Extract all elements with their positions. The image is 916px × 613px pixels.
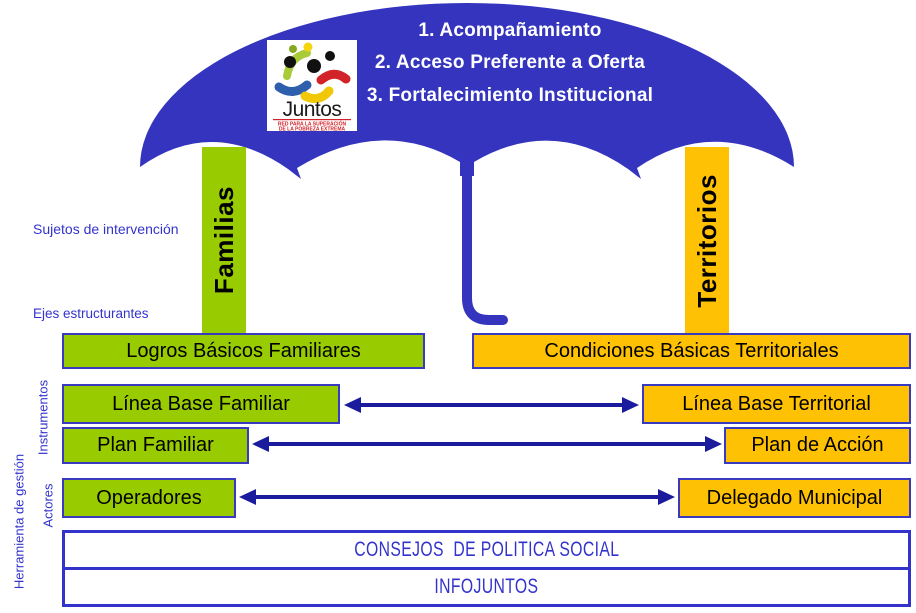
box-linea-familiar-label: Línea Base Familiar [112,392,290,415]
box-delegado-municipal: Delegado Municipal [678,478,911,518]
box-condiciones-label: Condiciones Básicas Territoriales [544,339,839,362]
box-plan-accion-label: Plan de Acción [751,434,884,456]
pillar-territorios-label: Territorios [691,173,722,308]
label-actores: Actores [40,483,56,528]
umbrella-item-3: 3. Fortalecimiento Institucional [366,85,654,106]
juntos-logo: Juntos RED PARA LA SUPERACIÓN DE LA POBR… [267,40,357,133]
label-instrumentos: Instrumentos [35,379,51,456]
label-sujetos-de-intervencion: Sujetos de intervención [33,221,179,237]
juntos-logo-wordmark: Juntos [283,98,342,121]
umbrella-item-1: 1. Acompañamiento [418,20,602,41]
pillar-familias-label: Familias [208,186,239,295]
box-operadores-label: Operadores [96,486,202,509]
arrow-actores [239,489,675,505]
box-consejos-politica-social: CONSEJOS DE POLITICA SOCIAL [62,530,911,570]
pillar-territorios: Territorios [685,147,729,334]
box-logros-basicos-familiares: Logros Básicos Familiares [62,333,425,369]
box-delegado-label: Delegado Municipal [706,486,883,509]
juntos-logo-tagline-1: RED PARA LA SUPERACIÓN [278,120,347,128]
umbrella-item-2: 2. Acceso Preferente a Oferta [374,52,646,73]
arrow-plan [252,436,722,452]
box-plan-de-accion: Plan de Acción [724,427,911,464]
box-linea-base-familiar: Línea Base Familiar [62,384,340,424]
label-ejes-estructurantes: Ejes estructurantes [33,306,149,321]
box-plan-familiar: Plan Familiar [62,427,249,464]
box-condiciones-basicas-territoriales: Condiciones Básicas Territoriales [472,333,911,369]
box-operadores: Operadores [62,478,236,518]
box-plan-familiar-label: Plan Familiar [97,434,214,456]
box-linea-territorial-label: Línea Base Territorial [682,392,871,415]
label-herramienta-de-gestion: Herramienta de gestión [11,453,27,590]
box-linea-base-territorial: Línea Base Territorial [642,384,911,424]
pillar-familias: Familias [202,147,246,334]
juntos-logo-figures: Juntos RED PARA LA SUPERACIÓN DE LA POBR… [273,42,351,133]
juntos-logo-tagline-2: DE LA POBREZA EXTREMA [279,127,346,132]
umbrella-handle [462,159,508,325]
infojuntos-label: INFOJUNTOS [434,575,539,598]
arrow-linea-base [344,397,639,413]
box-logros-label: Logros Básicos Familiares [126,339,361,362]
box-infojuntos: INFOJUNTOS [62,567,911,607]
consejos-label: CONSEJOS DE POLITICA SOCIAL [353,538,620,561]
